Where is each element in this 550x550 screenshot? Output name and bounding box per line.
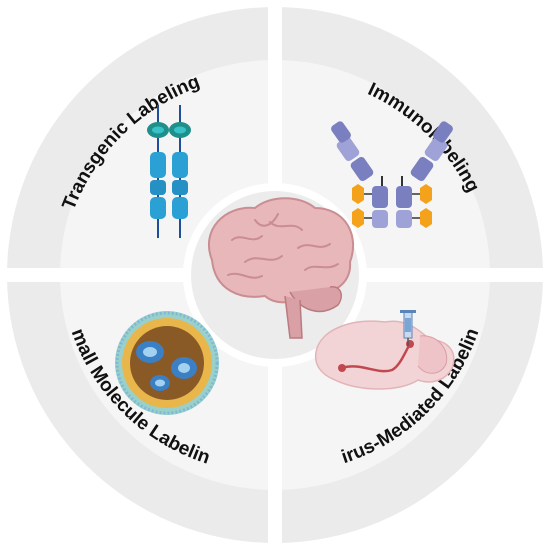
brain-icon	[207, 197, 355, 339]
antibody-icon	[331, 121, 453, 228]
nanoparticle-icon	[115, 311, 219, 415]
transgenic-protein-icon	[147, 105, 191, 238]
viral-injection-brain-icon	[314, 310, 455, 390]
